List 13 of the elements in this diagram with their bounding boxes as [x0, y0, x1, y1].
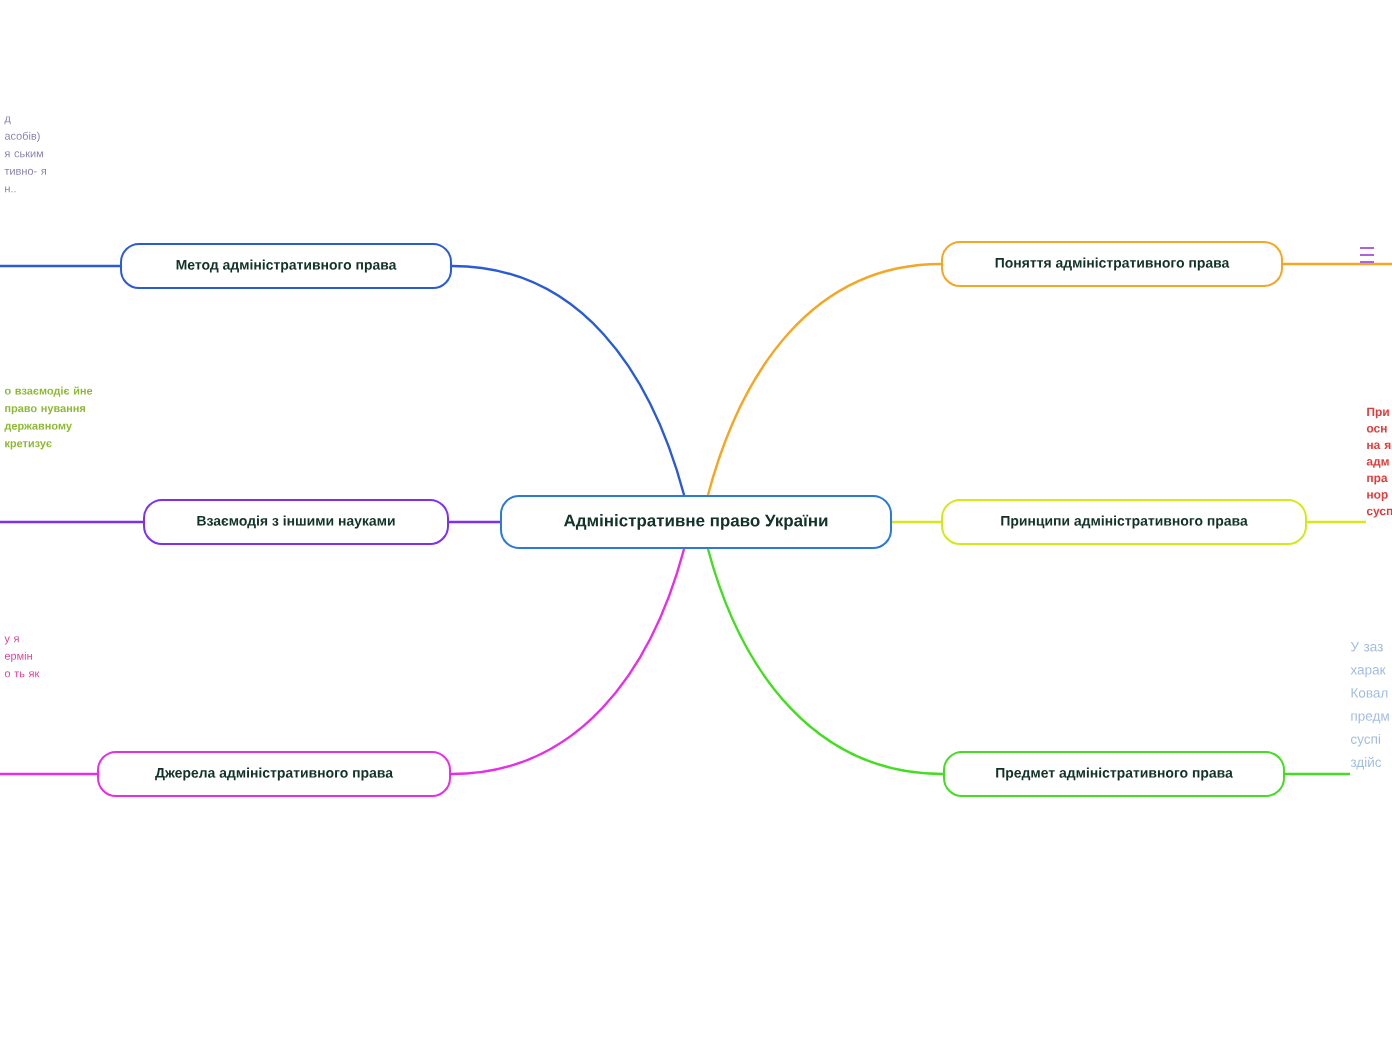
- branch-line: [706, 262, 942, 496]
- central-topic-box: Адміністративне право України: [500, 495, 892, 549]
- branch-line: [0, 772, 97, 776]
- branch-line: [449, 520, 500, 524]
- branch-line: [1283, 262, 1392, 266]
- branch-line: [892, 520, 941, 524]
- branch-line: [1307, 520, 1366, 524]
- branch-line: [451, 264, 686, 496]
- branch-line: [450, 548, 686, 776]
- branch-line: [0, 264, 120, 268]
- branch-line: [706, 548, 944, 776]
- branch-line: [0, 520, 143, 524]
- branch-line: [1285, 772, 1350, 776]
